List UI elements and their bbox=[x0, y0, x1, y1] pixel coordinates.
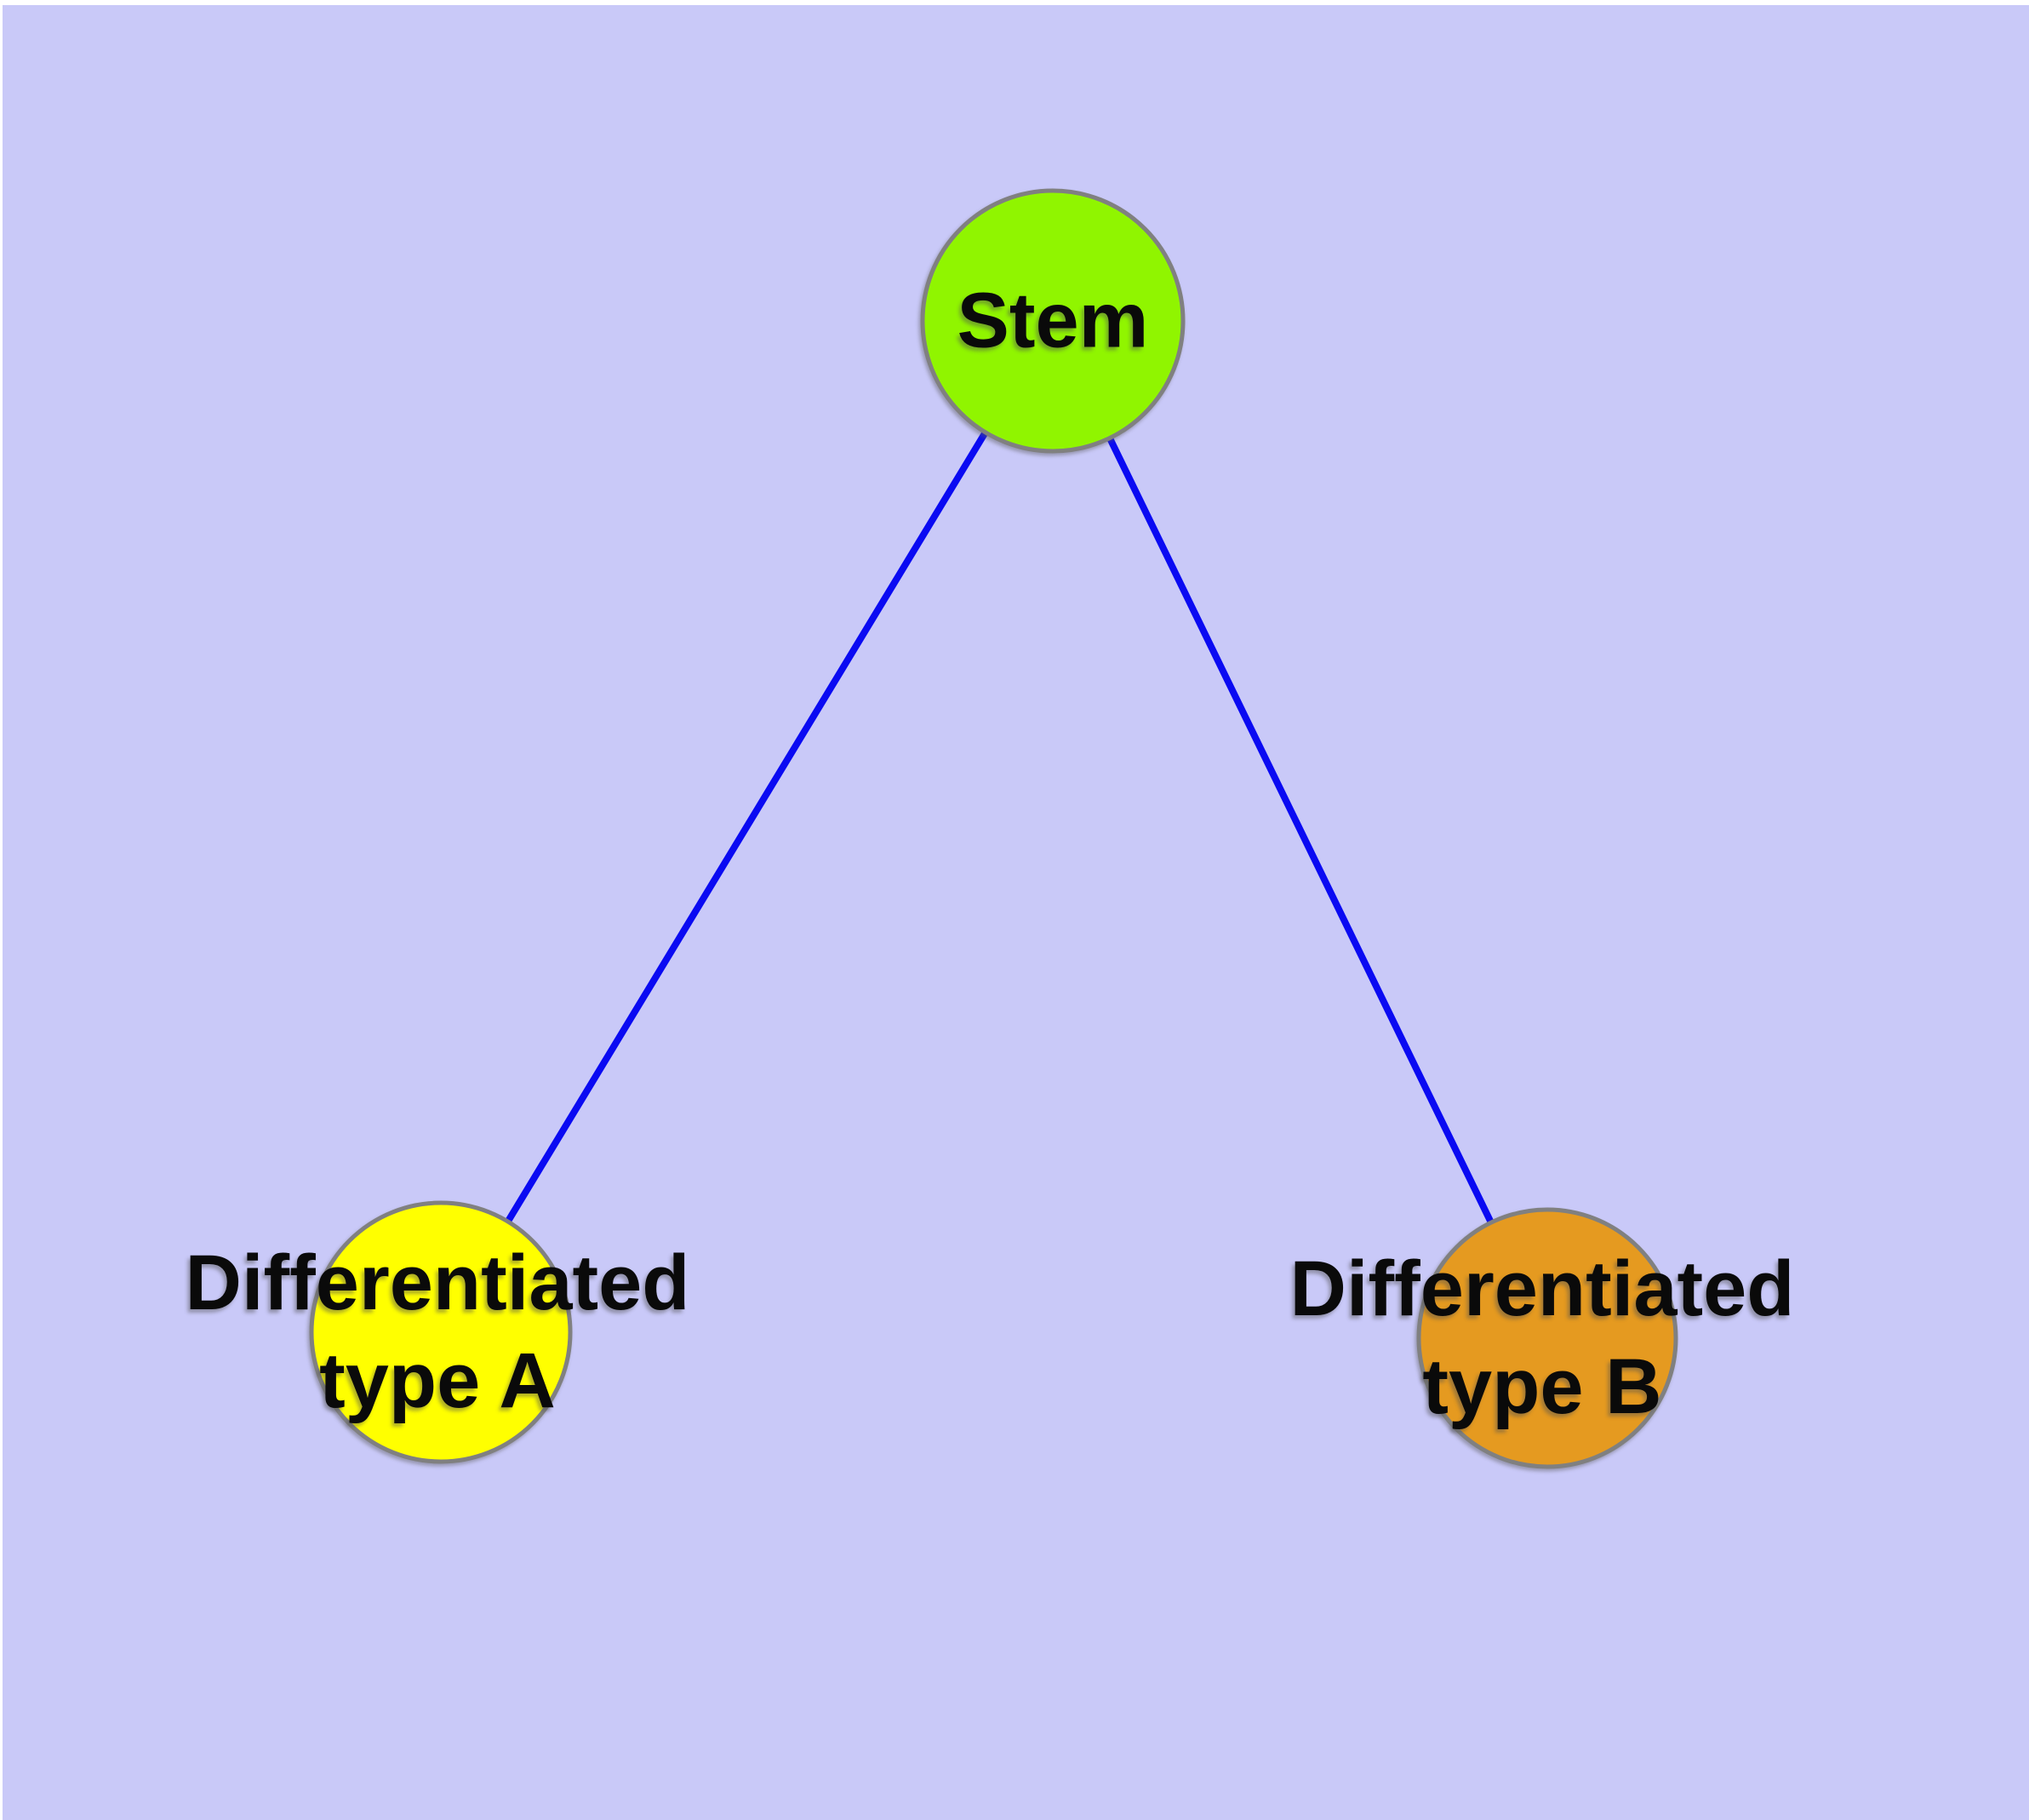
edge-stem-to-type-b bbox=[1049, 319, 1551, 1340]
node-differentiated-type-b bbox=[1416, 1207, 1678, 1469]
edge-stem-to-type-a bbox=[437, 318, 1056, 1335]
node-differentiated-type-a bbox=[309, 1200, 573, 1464]
node-stem bbox=[920, 188, 1186, 454]
